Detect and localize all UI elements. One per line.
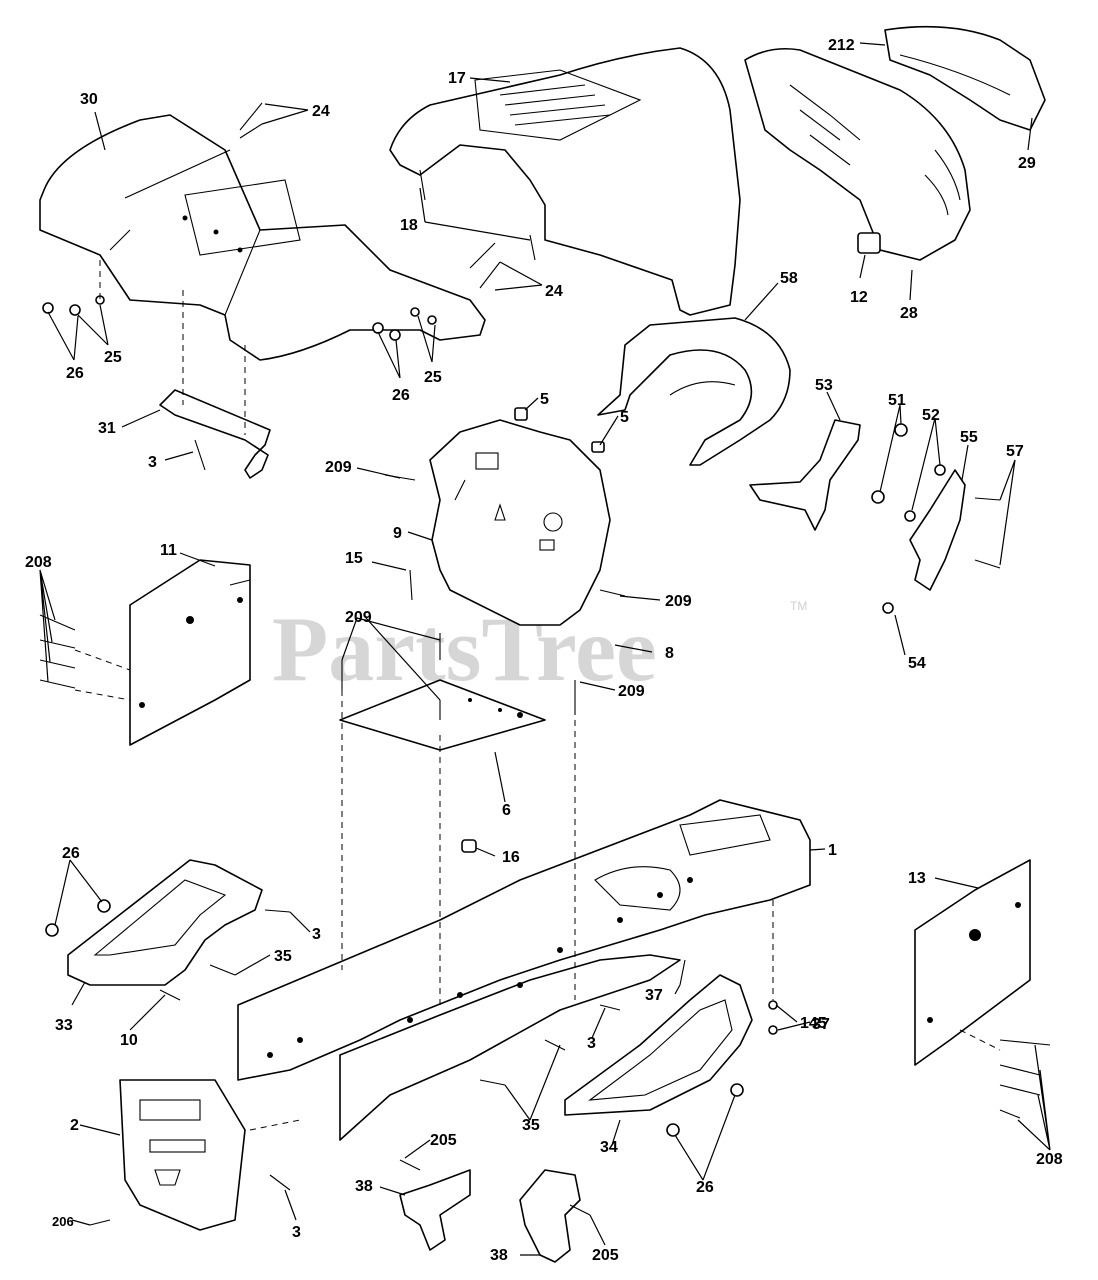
part-plate-6 xyxy=(339,679,546,751)
callout-26: 26 xyxy=(66,365,84,382)
callout-55: 55 xyxy=(960,429,978,446)
callout-12: 12 xyxy=(850,289,868,306)
callout-18: 18 xyxy=(400,217,418,234)
callout-54: 54 xyxy=(908,655,926,672)
part-side-panel-11 xyxy=(129,559,251,746)
callout-1: 1 xyxy=(828,842,837,859)
callout-38b: 38 xyxy=(490,1247,508,1264)
callout-29: 29 xyxy=(1018,155,1036,172)
callout-26b: 26 xyxy=(392,387,410,404)
callout-3d: 3 xyxy=(292,1224,301,1241)
callout-3c: 3 xyxy=(587,1035,596,1052)
part-bracket-53 xyxy=(749,419,861,531)
part-grille-nose xyxy=(744,25,1046,261)
callout-labels: 17 212 30 24 29 18 12 28 24 25 26 25 26 … xyxy=(25,37,1063,1264)
callout-13: 13 xyxy=(908,870,926,887)
alignment-lines xyxy=(74,260,1001,1131)
callout-9: 9 xyxy=(393,525,402,542)
callout-52: 52 xyxy=(922,407,940,424)
callout-34: 34 xyxy=(600,1139,618,1156)
callout-212: 212 xyxy=(828,37,855,54)
part-side-panel-13 xyxy=(914,859,1031,1066)
callout-208: 208 xyxy=(25,554,52,571)
callout-37b: 37 xyxy=(812,1016,830,1033)
callout-5: 5 xyxy=(540,391,549,408)
part-footrest-right xyxy=(564,974,753,1116)
callout-209c: 209 xyxy=(665,593,692,610)
watermark-trademark: TM xyxy=(790,599,807,613)
part-bracket-38b xyxy=(519,1169,581,1263)
part-clip-12 xyxy=(857,232,881,254)
callout-35b: 35 xyxy=(522,1117,540,1134)
callout-205b: 205 xyxy=(592,1247,619,1264)
part-hood xyxy=(389,47,741,316)
callout-28: 28 xyxy=(900,305,918,322)
callout-11: 11 xyxy=(160,542,177,559)
callout-209b: 209 xyxy=(345,609,372,626)
callout-53: 53 xyxy=(815,377,833,394)
callout-205: 205 xyxy=(430,1132,457,1149)
callout-37: 37 xyxy=(645,987,663,1004)
callout-206: 206 xyxy=(52,1214,74,1229)
callout-35: 35 xyxy=(274,948,292,965)
callout-209d: 209 xyxy=(618,683,645,700)
callout-24: 24 xyxy=(312,103,330,120)
part-bracket-38a xyxy=(399,1169,471,1251)
callout-16: 16 xyxy=(502,849,520,866)
callout-24b: 24 xyxy=(545,283,563,300)
callout-2: 2 xyxy=(70,1117,79,1134)
callout-31: 31 xyxy=(98,420,116,437)
callout-3: 3 xyxy=(148,454,157,471)
part-footrest-left xyxy=(67,859,263,986)
callout-5b: 5 xyxy=(620,409,629,426)
part-bracket-55 xyxy=(909,469,966,591)
callout-26c: 26 xyxy=(62,845,80,862)
callout-33: 33 xyxy=(55,1017,73,1034)
callout-25: 25 xyxy=(104,349,122,366)
callout-8: 8 xyxy=(665,645,674,662)
part-main-frame xyxy=(237,799,811,1141)
callout-6: 6 xyxy=(502,802,511,819)
callout-58: 58 xyxy=(780,270,798,287)
callout-25b: 25 xyxy=(424,369,442,386)
part-bracket-31 xyxy=(159,389,271,479)
hardware-fasteners xyxy=(39,102,1051,1226)
callout-145: 145 xyxy=(800,1015,827,1032)
part-dash-panel xyxy=(429,419,611,626)
callout-17: 17 xyxy=(448,70,466,87)
leader-lines xyxy=(39,42,1051,1256)
callout-30: 30 xyxy=(80,91,98,108)
callout-15: 15 xyxy=(345,550,363,567)
part-heat-shield xyxy=(597,317,791,466)
watermark-logo: PartsTree xyxy=(272,598,657,700)
part-front-bracket-2 xyxy=(119,1079,246,1231)
callout-38: 38 xyxy=(355,1178,373,1195)
callout-26d: 26 xyxy=(696,1179,714,1196)
callout-209: 209 xyxy=(325,459,352,476)
callout-3b: 3 xyxy=(312,926,321,943)
callout-208b: 208 xyxy=(1036,1151,1063,1168)
callout-10: 10 xyxy=(120,1032,138,1049)
callout-51: 51 xyxy=(888,392,906,409)
callout-57: 57 xyxy=(1006,443,1024,460)
part-rear-fender xyxy=(39,114,486,361)
